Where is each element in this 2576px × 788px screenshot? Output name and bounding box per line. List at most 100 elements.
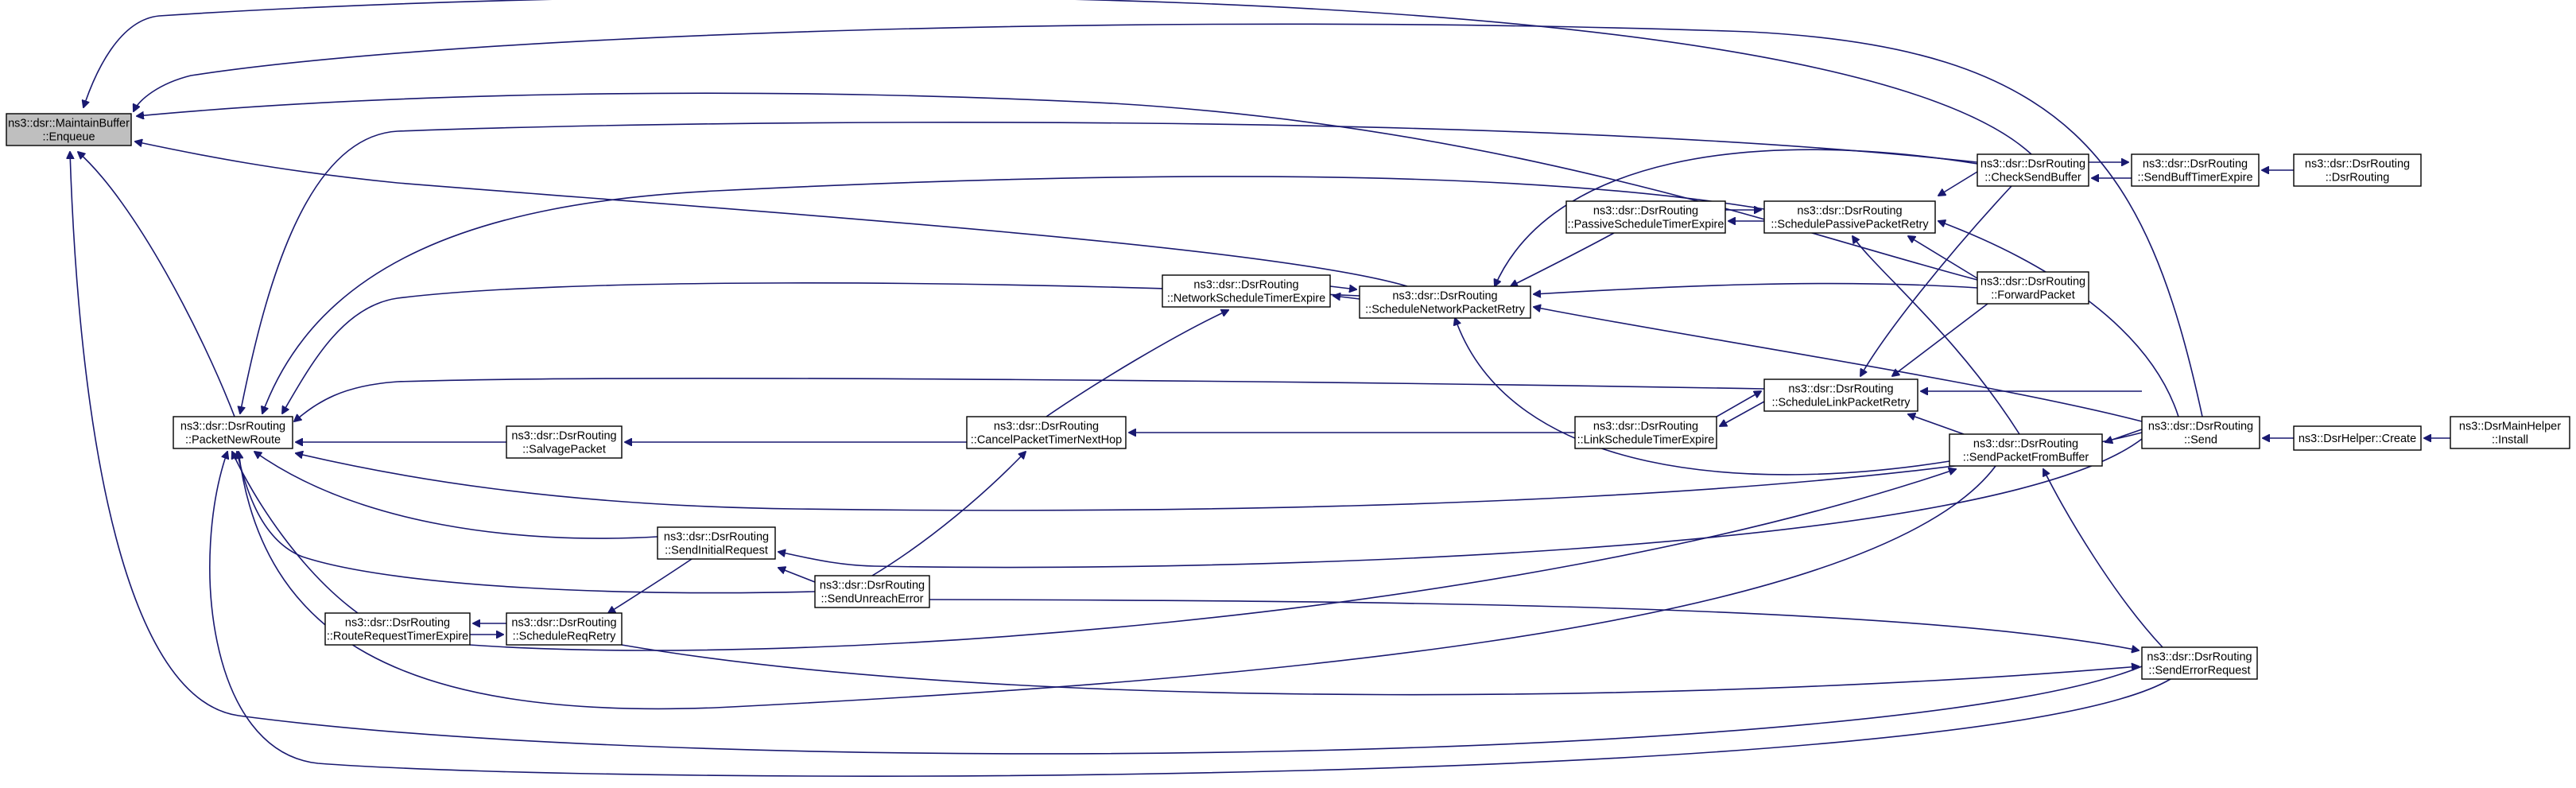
node-checksendbuffer[interactable]: ns3::dsr::DsrRouting::CheckSendBuffer xyxy=(1977,153,2089,187)
node-label-line: ::Install xyxy=(2492,434,2528,447)
edge-networkscheduletimerexpire-to-schedulenetworkpacketretry xyxy=(1329,286,1356,289)
node-schedulereqretry[interactable]: ns3::dsr::DsrRouting::ScheduleReqRetry xyxy=(506,612,623,646)
node-label-line: ns3::dsr::DsrRouting xyxy=(1980,276,2085,289)
node-box xyxy=(506,612,623,646)
node-label-line: ns3::dsr::DsrRouting xyxy=(2143,158,2248,171)
edge-forwardpacket-to-schedulepassivepacketretry xyxy=(1908,236,1978,279)
edge-send-to-sendinitialrequest xyxy=(778,438,2143,569)
node-box xyxy=(2450,416,2570,449)
node-label-line: ns3::dsr::DsrRouting xyxy=(1788,383,1893,396)
node-label-line: ::PacketNewRoute xyxy=(185,434,281,447)
node-label-line: ns3::dsr::DsrRouting xyxy=(1797,205,1902,218)
node-box xyxy=(1977,153,2089,187)
node-label-line: ns3::dsr::DsrRouting xyxy=(2305,158,2410,171)
edge-canceltimer-to-networkscheduletimerexpire xyxy=(1046,310,1228,417)
edge-senderrorrequest-to-maintainbuffer_enqueue xyxy=(70,152,2143,755)
edge-checksendbuffer-to-schedulepassivepacketretry xyxy=(1938,171,1978,196)
node-label-line: ::ScheduleLinkPacketRetry xyxy=(1771,397,1911,410)
node-label-line: ::CheckSendBuffer xyxy=(1984,172,2081,184)
node-label-line: ::Send xyxy=(2184,434,2217,447)
node-schedulenetworkpacketretry[interactable]: ns3::dsr::DsrRouting::ScheduleNetworkPac… xyxy=(1359,285,1531,319)
node-dsrrouting_ctor[interactable]: ns3::dsr::DsrRouting::DsrRouting xyxy=(2293,153,2422,187)
edge-passivescheduletimerexpire-to-schedulenetworkpacketretry xyxy=(1511,232,1615,286)
node-dsrhelper_create[interactable]: ns3::DsrHelper::Create xyxy=(2293,425,2422,451)
edge-layer xyxy=(70,0,2450,777)
edge-schedulenetworkpacketretry-to-networkscheduletimerexpire xyxy=(1333,296,1360,299)
node-box xyxy=(1949,433,2103,467)
node-box xyxy=(2293,153,2422,187)
edge-senderrorrequest-to-packetnewroute xyxy=(209,452,2171,777)
node-label-line: ::CancelPacketTimerNextHop xyxy=(971,434,1122,447)
node-layer: ns3::dsr::MaintainBuffer::Enqueuens3::ds… xyxy=(6,113,2570,680)
node-label-line: ns3::dsr::DsrRouting xyxy=(1392,290,1497,303)
edge-sendpacketfrombuffer-to-schedulepassivepacketretry xyxy=(1852,236,2020,435)
node-label-line: ns3::dsr::DsrRouting xyxy=(511,617,616,630)
node-linkscheduletimerexpire[interactable]: ns3::dsr::DsrRouting::LinkScheduleTimerE… xyxy=(1574,416,1717,449)
node-box xyxy=(657,526,776,560)
node-schedulepassivepacketretry[interactable]: ns3::dsr::DsrRouting::SchedulePassivePac… xyxy=(1763,200,1936,234)
node-sendinitialrequest[interactable]: ns3::dsr::DsrRouting::SendInitialRequest xyxy=(657,526,776,560)
node-label-line: ::SendInitialRequest xyxy=(665,545,768,557)
edge-senderrorrequest-to-sendpacketfrombuffer xyxy=(2043,469,2163,648)
node-maintainbuffer_enqueue[interactable]: ns3::dsr::MaintainBuffer::Enqueue xyxy=(6,113,132,146)
node-box xyxy=(1565,200,1726,234)
edge-schedulelinkpacketretry-to-packetnewroute xyxy=(294,378,1765,421)
node-label-line: ns3::dsr::DsrRouting xyxy=(1593,205,1698,218)
node-box xyxy=(173,416,293,449)
node-label-line: ::ScheduleNetworkPacketRetry xyxy=(1365,304,1525,316)
node-label-line: ::ScheduleReqRetry xyxy=(513,631,617,643)
edge-schedulepassivepacketretry-to-packetnewroute xyxy=(262,176,1765,413)
node-box xyxy=(2293,425,2422,451)
node-canceltimer[interactable]: ns3::dsr::DsrRouting::CancelPacketTimerN… xyxy=(966,416,1127,449)
node-label-line: ::SalvagePacket xyxy=(522,444,606,456)
node-label-line: ::SendErrorRequest xyxy=(2148,665,2250,677)
edge-sendpacketfrombuffer-to-packetnewroute xyxy=(239,452,1996,710)
node-label-line: ::DsrRouting xyxy=(2326,172,2390,184)
edge-sendinitialrequest-to-schedulereqretry xyxy=(608,558,692,613)
edge-checksendbuffer-to-schedulelinkpacketretry xyxy=(1860,185,2012,376)
node-label-line: ns3::dsr::DsrRouting xyxy=(1593,421,1698,433)
node-send[interactable]: ns3::dsr::DsrRouting::Send xyxy=(2141,416,2260,449)
node-forwardpacket[interactable]: ns3::dsr::DsrRouting::ForwardPacket xyxy=(1977,271,2089,305)
node-salvagepacket[interactable]: ns3::dsr::DsrRouting::SalvagePacket xyxy=(506,425,623,459)
node-box xyxy=(324,612,471,646)
node-label-line: ::Enqueue xyxy=(42,131,95,144)
edge-send-to-schedulepassivepacketretry xyxy=(1938,221,2179,417)
edge-send-to-maintainbuffer_enqueue xyxy=(134,23,2203,417)
edge-sendpacketfrombuffer-to-schedulelinkpacketretry xyxy=(1908,414,1965,435)
node-networkscheduletimerexpire[interactable]: ns3::dsr::DsrRouting::NetworkScheduleTim… xyxy=(1162,274,1331,308)
node-senderrorrequest[interactable]: ns3::dsr::DsrRouting::SendErrorRequest xyxy=(2141,646,2258,680)
node-label-line: ns3::DsrMainHelper xyxy=(2459,421,2561,433)
node-packetnewroute[interactable]: ns3::dsr::DsrRouting::PacketNewRoute xyxy=(173,416,293,449)
node-box xyxy=(814,575,930,608)
node-label-line: ns3::dsr::DsrRouting xyxy=(2147,651,2252,664)
edge-sendunreacherror-to-sendinitialrequest xyxy=(778,568,816,583)
edge-checksendbuffer-to-maintainbuffer_enqueue xyxy=(83,0,2032,155)
node-label-line: ns3::dsr::DsrRouting xyxy=(1973,438,2078,451)
node-label-line: ns3::dsr::DsrRouting xyxy=(345,617,450,630)
node-label-line: ::SchedulePassivePacketRetry xyxy=(1771,219,1929,231)
node-sendbufftimerexpire[interactable]: ns3::dsr::DsrRouting::SendBuffTimerExpir… xyxy=(2131,153,2260,187)
node-dsrmainhelper_install[interactable]: ns3::DsrMainHelper::Install xyxy=(2450,416,2570,449)
edge-checksendbuffer-to-packetnewroute xyxy=(240,122,1978,413)
node-box xyxy=(1763,378,1918,412)
node-routerequesttimerexpire[interactable]: ns3::dsr::DsrRouting::RouteRequestTimerE… xyxy=(324,612,471,646)
node-box xyxy=(2141,646,2258,680)
edge-forwardpacket-to-schedulenetworkpacketretry xyxy=(1534,282,1978,294)
node-label-line: ns3::dsr::DsrRouting xyxy=(1193,279,1298,292)
node-schedulelinkpacketretry[interactable]: ns3::dsr::DsrRouting::ScheduleLinkPacket… xyxy=(1763,378,1918,412)
node-label-line: ns3::dsr::DsrRouting xyxy=(180,421,285,433)
edge-schedulenetworkpacketretry-to-maintainbuffer_enqueue xyxy=(135,142,1408,287)
node-label-line: ::LinkScheduleTimerExpire xyxy=(1577,434,1715,447)
node-label-line: ns3::dsr::DsrRouting xyxy=(820,580,925,592)
node-box xyxy=(1574,416,1717,449)
edge-send-to-packetnewroute xyxy=(296,432,2143,511)
node-sendunreacherror[interactable]: ns3::dsr::DsrRouting::SendUnreachError xyxy=(814,575,930,608)
node-label-line: ::PassiveScheduleTimerExpire xyxy=(1568,219,1724,231)
node-passivescheduletimerexpire[interactable]: ns3::dsr::DsrRouting::PassiveScheduleTim… xyxy=(1565,200,1726,234)
node-sendpacketfrombuffer[interactable]: ns3::dsr::DsrRouting::SendPacketFromBuff… xyxy=(1949,433,2103,467)
edge-send-to-sendpacketfrombuffer xyxy=(2105,429,2143,442)
node-box xyxy=(1763,200,1936,234)
node-label-line: ::RouteRequestTimerExpire xyxy=(327,631,468,643)
